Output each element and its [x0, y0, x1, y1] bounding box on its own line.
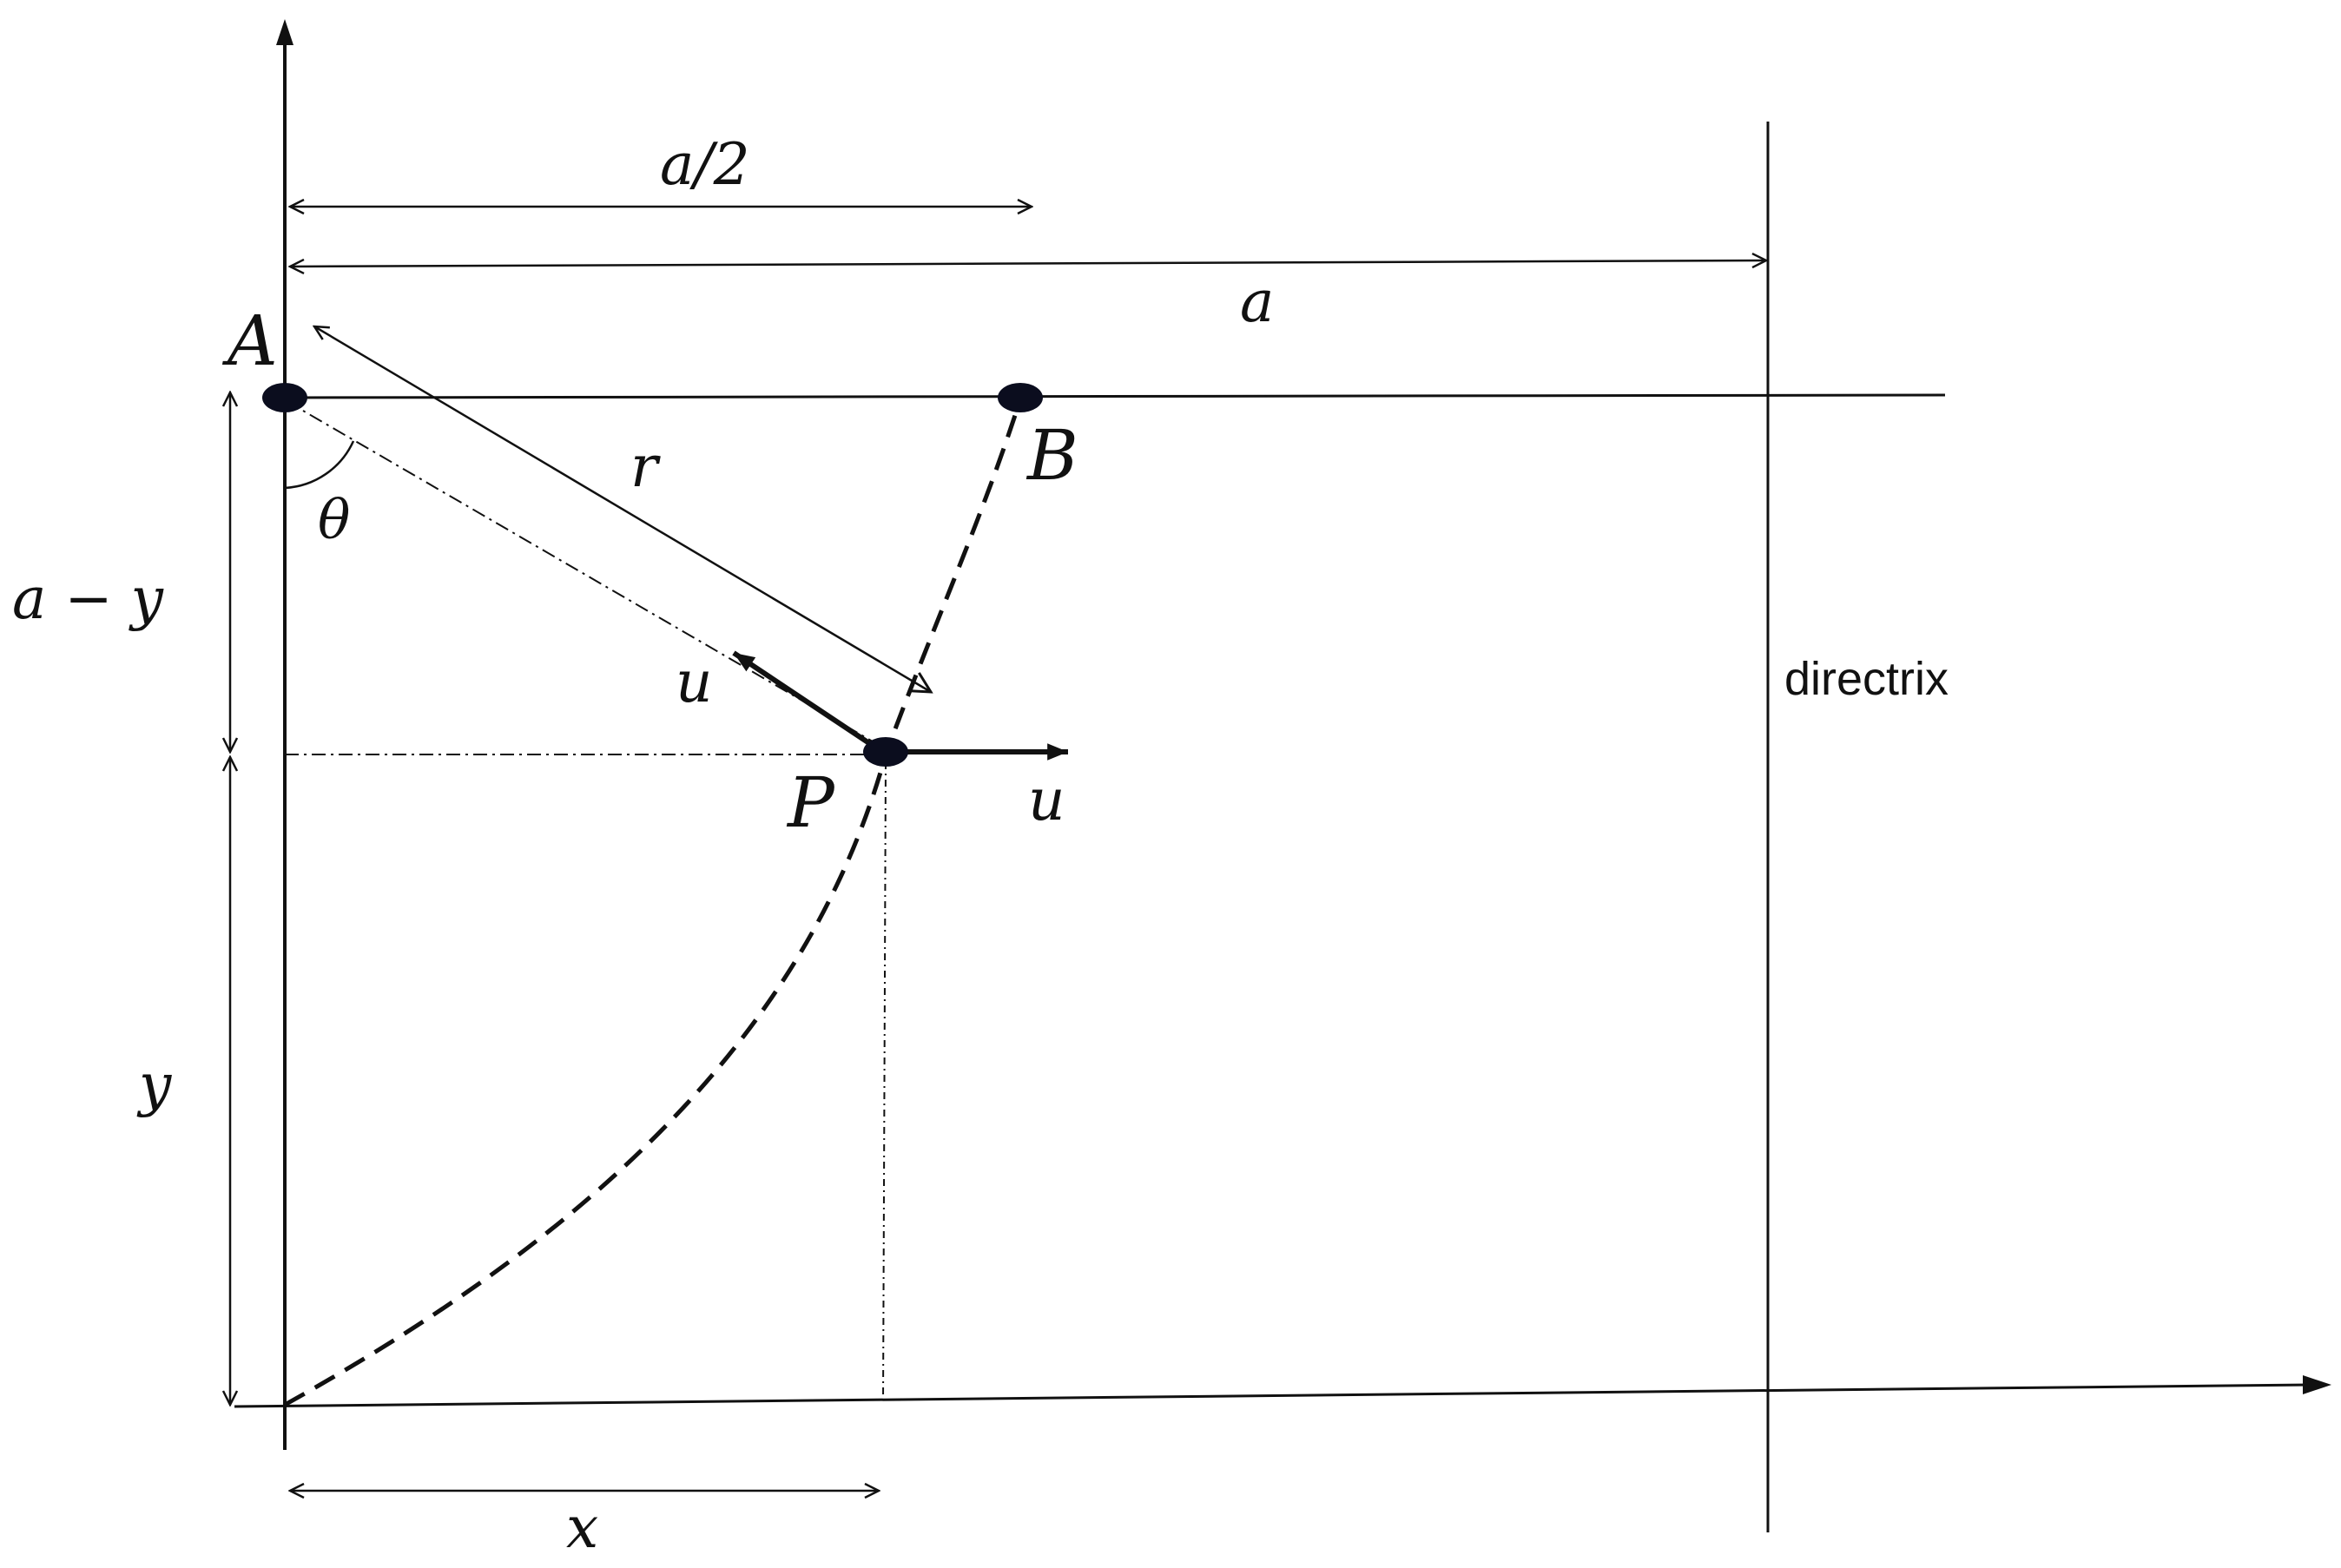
label-point-a: A [221, 300, 278, 381]
label-y: y [136, 1051, 172, 1118]
label-half-a: a/2 [660, 131, 750, 198]
dimension-a [290, 260, 1766, 267]
point-p-marker [863, 737, 908, 767]
dimension-r [314, 326, 931, 692]
label-velocity-horizontal: u [1028, 767, 1065, 833]
theta-arc [284, 440, 355, 490]
label-x: x [566, 1494, 598, 1561]
label-r: r [630, 433, 661, 500]
label-a: a [1240, 268, 1274, 335]
label-a-minus-y: a − y [12, 565, 164, 632]
velocity-arrow-toward-a [732, 650, 879, 751]
y-axis-arrowhead [276, 19, 293, 45]
x-axis-arrowhead [2303, 1375, 2331, 1394]
label-directrix: directrix [1784, 653, 1949, 705]
label-velocity-toward-a: u [676, 649, 713, 715]
pursuit-curve [283, 399, 1023, 1407]
label-point-b: B [1025, 415, 1078, 496]
drop-line-p [882, 761, 887, 1405]
label-point-p: P [786, 762, 835, 843]
point-a-marker [262, 383, 307, 412]
point-b-marker [998, 383, 1043, 412]
sight-line-a-p [286, 400, 878, 745]
line-ab [284, 393, 1946, 399]
x-axis [234, 1383, 2311, 1408]
label-theta: θ [318, 488, 350, 551]
